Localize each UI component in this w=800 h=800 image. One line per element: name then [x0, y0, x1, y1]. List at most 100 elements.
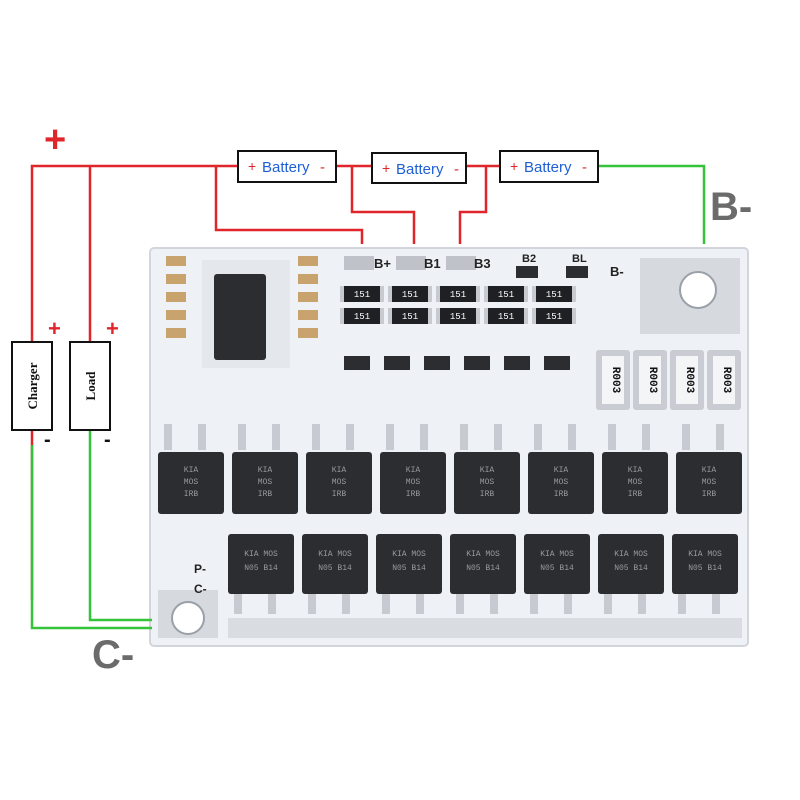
shunt-code: R003	[646, 367, 658, 394]
mosfet-marking: MOS	[332, 478, 347, 487]
sot-transistor	[384, 356, 410, 370]
mosfet-marking: KIA	[258, 466, 273, 475]
battery-1-plus: +	[248, 158, 256, 174]
pcb-label-b-minus: B-	[610, 264, 624, 279]
smd-cap	[516, 266, 538, 278]
mosfet-bottom: KIA MOS N05 B14	[302, 534, 368, 614]
charger-negative-wire	[30, 445, 152, 630]
b-minus-terminal-label: B-	[710, 185, 752, 229]
resistor-code: 151	[498, 312, 514, 322]
resistor-151: 151	[484, 286, 528, 302]
resistor-151: 151	[484, 308, 528, 324]
mosfet-marking: N05 B14	[614, 564, 648, 573]
pcb-label-p-minus: P-	[194, 562, 206, 576]
resistor-151: 151	[340, 286, 384, 302]
battery-1: + Battery -	[237, 150, 337, 183]
mosfet-marking: N05 B14	[688, 564, 722, 573]
shunt-resistor: R003	[596, 350, 630, 410]
battery-3-minus: -	[582, 159, 587, 176]
mosfet-marking: MOS	[406, 478, 421, 487]
mounting-pad-top-right	[640, 258, 740, 334]
mosfet-marking: N05 B14	[466, 564, 500, 573]
controller-ic	[202, 260, 290, 368]
mosfet-marking: MOS	[258, 478, 273, 487]
mosfet-marking: IRB	[628, 490, 643, 499]
mosfet-bottom: KIA MOS N05 B14	[672, 534, 738, 614]
sot-transistor	[544, 356, 570, 370]
mosfet-marking: KIA	[332, 466, 347, 475]
mosfet-marking: N05 B14	[540, 564, 574, 573]
resistor-151: 151	[436, 286, 480, 302]
mosfet-marking: MOS	[480, 478, 495, 487]
main-positive-sign: +	[44, 119, 66, 161]
mosfet-marking: MOS	[554, 478, 569, 487]
mosfet-marking: MOS	[628, 478, 643, 487]
tap-b1	[350, 166, 416, 244]
resistor-code: 151	[498, 290, 514, 300]
mosfet-marking: KIA MOS	[244, 550, 278, 559]
mosfet-bottom: KIA MOS N05 B14	[524, 534, 590, 614]
shunt-resistor: R003	[670, 350, 704, 410]
mosfet-marking: MOS	[184, 478, 199, 487]
resistor-code: 151	[402, 312, 418, 322]
balance-transistors	[344, 356, 570, 370]
shunt-code: R003	[683, 367, 695, 394]
b-minus-wire	[598, 164, 706, 244]
battery-2: + Battery -	[371, 152, 467, 184]
charger-plus-sign: +	[48, 316, 61, 341]
battery-3-label: Battery	[524, 159, 572, 176]
battery-3: + Battery -	[499, 150, 599, 183]
mosfet-top: KIA MOS IRB	[158, 424, 224, 514]
positive-bus-wire	[30, 164, 238, 350]
battery-header-pads	[344, 256, 476, 270]
pcb-label-b3: B3	[474, 256, 491, 271]
resistor-code: 151	[546, 290, 562, 300]
mosfet-marking: IRB	[702, 490, 717, 499]
resistor-151: 151	[532, 308, 576, 324]
resistor-code: 151	[546, 312, 562, 322]
negative-wiring	[30, 164, 706, 630]
pcb-label-b0: BL	[572, 253, 587, 265]
pcb-label-b2: B2	[522, 253, 536, 265]
resistor-151: 151	[388, 286, 432, 302]
mosfet-marking: KIA MOS	[392, 550, 426, 559]
sot-transistor	[464, 356, 490, 370]
mosfet-marking: KIA MOS	[688, 550, 722, 559]
shunt-code: R003	[609, 367, 621, 394]
sot-transistor	[344, 356, 370, 370]
mosfet-marking: KIA	[406, 466, 421, 475]
mosfet-marking: KIA	[702, 466, 717, 475]
mosfet-marking: IRB	[184, 490, 199, 499]
mosfet-marking: N05 B14	[318, 564, 352, 573]
mosfet-marking: KIA	[184, 466, 199, 475]
shunt-code: R003	[720, 367, 732, 394]
mosfet-marking: KIA MOS	[540, 550, 574, 559]
mosfet-marking: KIA MOS	[318, 550, 352, 559]
mosfet-marking: IRB	[258, 490, 273, 499]
mosfet-marking: KIA	[480, 466, 495, 475]
battery-1-label: Battery	[262, 159, 310, 176]
resistor-code: 151	[402, 290, 418, 300]
resistor-code: 151	[354, 290, 370, 300]
load-plus-sign: +	[106, 316, 119, 341]
c-minus-terminal-label: C-	[92, 633, 134, 677]
resistor-151: 151	[532, 286, 576, 302]
shunt-resistor: R003	[633, 350, 667, 410]
charger-minus-sign: -	[44, 429, 51, 451]
sot-transistor	[424, 356, 450, 370]
pcb-label-c-minus: C-	[194, 582, 207, 596]
resistor-code: 151	[450, 312, 466, 322]
mosfet-marking: KIA MOS	[614, 550, 648, 559]
shunt-resistor: R003	[707, 350, 741, 410]
left-smd-components	[166, 256, 318, 338]
charger-box: Charger	[11, 341, 53, 431]
